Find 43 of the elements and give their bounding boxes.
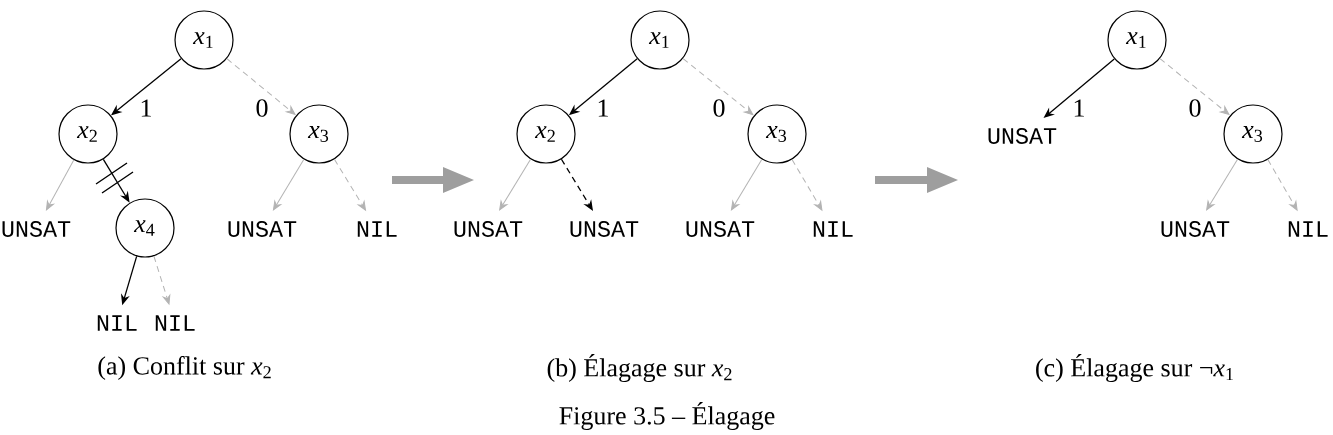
circle-node: x$_{4}$ (115, 198, 175, 258)
circle-node: x$_{3}$ (747, 104, 807, 164)
leaf-text: UNSAT (454, 221, 523, 237)
leaf-text: UNSAT (1161, 221, 1230, 237)
dashed-arrow (226, 58, 296, 115)
edge-label: 1 (1070, 97, 1088, 119)
edge-label: 0 (710, 97, 728, 119)
circle-node: x$_{1}$ (1107, 10, 1167, 70)
leaf-text: UNSAT (686, 221, 755, 237)
arrow (1206, 158, 1239, 211)
dashed-arrow (153, 255, 171, 305)
leaf-text: NIL (813, 221, 853, 237)
arrow (499, 158, 532, 211)
edge-label: 0 (1186, 97, 1204, 119)
leaf-text: UNSAT (570, 221, 639, 237)
edge-label: 1 (137, 97, 155, 119)
edge-label: 1 (594, 97, 612, 119)
arrow (45, 159, 75, 211)
circle-node: x$_{3}$ (289, 104, 349, 164)
dashed-arrow (682, 58, 754, 116)
dashed-arrow (1159, 58, 1230, 116)
dashed-arrow (1267, 159, 1298, 211)
dashed-arrow (333, 158, 366, 211)
leaf-text: NIL (1288, 221, 1328, 237)
leaf-text: NIL (155, 315, 195, 331)
circle-node: x$_{1}$ (630, 10, 690, 70)
leaf-text: NIL (97, 315, 137, 331)
circle-node: x$_{2}$ (516, 104, 576, 164)
leaf-text: UNSAT (228, 221, 297, 237)
leaf-text: NIL (357, 221, 397, 237)
subfigure-caption: (c) Élagage sur ¬x$_{1}$ (1036, 354, 1233, 382)
leaf-text: UNSAT (2, 221, 71, 237)
figure-caption: Figure 3.5 – Élagage (559, 402, 775, 430)
leaf-text: UNSAT (988, 128, 1057, 144)
edge-label: 0 (253, 97, 271, 119)
circle-node: x$_{1}$ (174, 10, 234, 70)
subfigure-caption: (a) Conflit sur x$_{2}$ (98, 356, 271, 380)
dashed-arrow (791, 159, 823, 211)
arrow (272, 158, 305, 211)
subfigure-caption: (b) Élagage sur x$_{2}$ (547, 354, 732, 382)
arrow (730, 158, 763, 211)
circle-node: x$_{2}$ (58, 104, 118, 164)
circle-node: x$_{3}$ (1223, 104, 1283, 164)
